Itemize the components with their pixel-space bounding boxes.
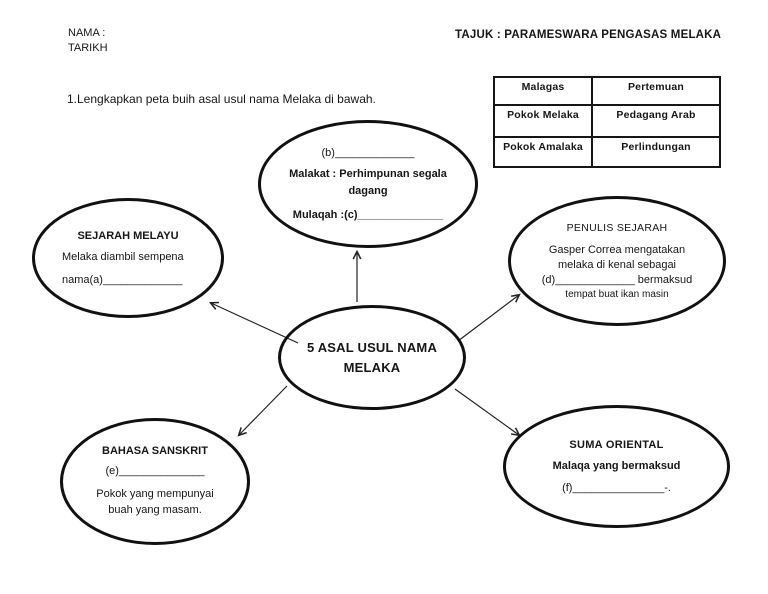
bubble-penulis-sejarah: PENULIS SEJARAH Gasper Correa mengatakan…: [508, 196, 726, 326]
date-label: TARIKH: [68, 42, 108, 54]
bubble-text: buah yang masam.: [108, 504, 202, 516]
arrow-center-to-right: [457, 295, 519, 342]
arrow-center-to-bottom-left: [239, 385, 288, 435]
bubble-heading: MELAKA: [343, 359, 401, 375]
table-row: Pokok Melaka Pedagang Arab: [493, 104, 721, 138]
blank-c: Mulaqah :(c)______________: [292, 209, 444, 221]
arrow-center-to-bottom-right: [454, 388, 519, 435]
bubble-text: dagang: [348, 185, 388, 197]
blank-e: (e)______________: [105, 465, 205, 477]
table-cell: Pertemuan: [591, 76, 721, 106]
bubble-text: melaka di kenal sebagai: [557, 258, 677, 271]
name-label: NAMA :: [68, 27, 106, 39]
bubble-text: Pokok yang mempunyai: [96, 488, 214, 500]
table-row: Pokok Amalaka Perlindungan: [493, 136, 721, 168]
bubble-text: Gasper Correa mengatakan: [548, 243, 686, 256]
blank-a: nama(a)_____________: [62, 274, 183, 286]
bubble-heading: 5 ASAL USUL NAMA: [306, 339, 438, 355]
bubble-suma-oriental: SUMA ORIENTAL Malaqa yang bermaksud (f)_…: [503, 405, 730, 528]
student-header: NAMA : TARIKH: [68, 26, 108, 56]
blank-f: (f)_______________-.: [562, 482, 671, 494]
table-cell: Malagas: [493, 76, 593, 106]
bubble-center-topic: 5 ASAL USUL NAMA MELAKA: [278, 305, 466, 410]
bubble-sejarah-melayu: SEJARAH MELAYU Melaka diambil sempena na…: [32, 198, 224, 318]
bubble-heading: SUMA ORIENTAL: [569, 439, 664, 451]
bubble-top: (b)_____________ Malakat : Perhimpunan s…: [258, 120, 478, 248]
table-cell: Pokok Amalaka: [493, 136, 593, 168]
bubble-heading: BAHASA SANSKRIT: [102, 445, 208, 457]
bubble-text: Melaka diambil sempena: [62, 251, 184, 263]
table-cell: Perlindungan: [591, 136, 721, 168]
question-text: 1.Lengkapkan peta buih asal usul nama Me…: [67, 92, 376, 106]
table-cell: Pokok Melaka: [493, 104, 593, 138]
bubble-heading: PENULIS SEJARAH: [566, 221, 668, 234]
blank-b: (b)_____________: [321, 147, 415, 159]
table-row: Malagas Pertemuan: [493, 76, 721, 106]
bubble-heading: SEJARAH MELAYU: [77, 230, 179, 242]
table-cell: Pedagang Arab: [591, 104, 721, 138]
bubble-bahasa-sanskrit: BAHASA SANSKRIT (e)______________ Pokok …: [60, 418, 250, 545]
blank-d: (d)_____________ bermaksud: [541, 273, 693, 286]
answer-bank-table: Malagas Pertemuan Pokok Melaka Pedagang …: [493, 76, 721, 168]
bubble-text: Malaqa yang bermaksud: [552, 460, 681, 472]
bubble-text: Malakat : Perhimpunan segala: [289, 168, 447, 180]
bubble-text: tempat buat ikan masin: [565, 288, 669, 300]
page-title: TAJUK : PARAMESWARA PENGASAS MELAKA: [455, 29, 722, 41]
